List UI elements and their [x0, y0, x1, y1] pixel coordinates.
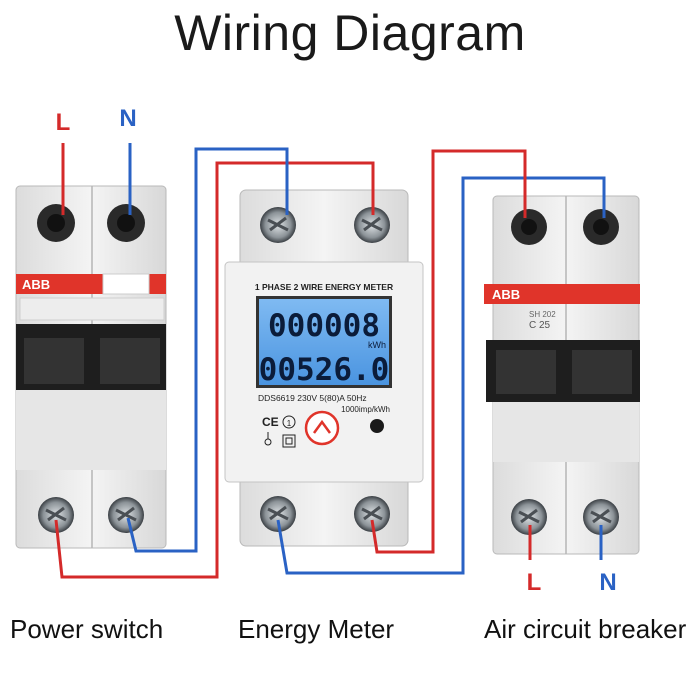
- air-breaker-caption: Air circuit breaker: [484, 614, 687, 644]
- air-breaker-device: ABB SH 202 C 25: [484, 195, 640, 555]
- lcd-reading-bottom: 00526.0: [259, 352, 390, 388]
- lcd-display: [259, 299, 389, 385]
- breaker-rating: C 25: [529, 320, 551, 331]
- meter-to-breaker-live-wire: [370, 149, 527, 554]
- input-neutral-label: N: [119, 105, 136, 132]
- power-switch-brand: ABB: [22, 277, 50, 292]
- meter-to-breaker-neutral-wire: [276, 176, 606, 575]
- energy-meter-caption: Energy Meter: [238, 614, 395, 644]
- air-breaker-brand: ABB: [492, 287, 520, 302]
- power-switch-device: ABB: [15, 185, 167, 549]
- lcd-unit: kWh: [368, 340, 386, 350]
- meter-imp-rate: 1000imp/kWh: [341, 405, 390, 414]
- info-mark-icon: [282, 415, 296, 429]
- output-live-label: L: [527, 569, 542, 596]
- input-live-label: L: [56, 109, 71, 136]
- breaker-model: SH 202: [529, 310, 556, 319]
- meter-header: 1 PHASE 2 WIRE ENERGY METER: [255, 282, 393, 292]
- switch-to-meter-live-wire: [54, 161, 375, 579]
- switch-to-meter-neutral-wire: [126, 147, 289, 553]
- chevron-up-icon: [312, 419, 332, 434]
- brand-band: [484, 284, 640, 304]
- pulse-led-icon: [370, 419, 384, 433]
- double-insulation-icon: [282, 434, 296, 448]
- meter-button[interactable]: [304, 410, 340, 446]
- power-switch-caption: Power switch: [10, 614, 164, 644]
- output-neutral-label: N: [599, 569, 616, 596]
- diagram-title: Wiring Diagram: [174, 5, 526, 61]
- ce-mark: CE: [262, 415, 279, 429]
- energy-meter-device: 1 PHASE 2 WIRE ENERGY METER 000008 kWh 0…: [224, 189, 424, 547]
- lcd-reading-top: 000008: [268, 308, 380, 344]
- meter-spec: DDS6619 230V 5(80)A 50Hz: [258, 393, 367, 403]
- wires: [54, 143, 606, 579]
- svg-text:1: 1: [287, 419, 292, 428]
